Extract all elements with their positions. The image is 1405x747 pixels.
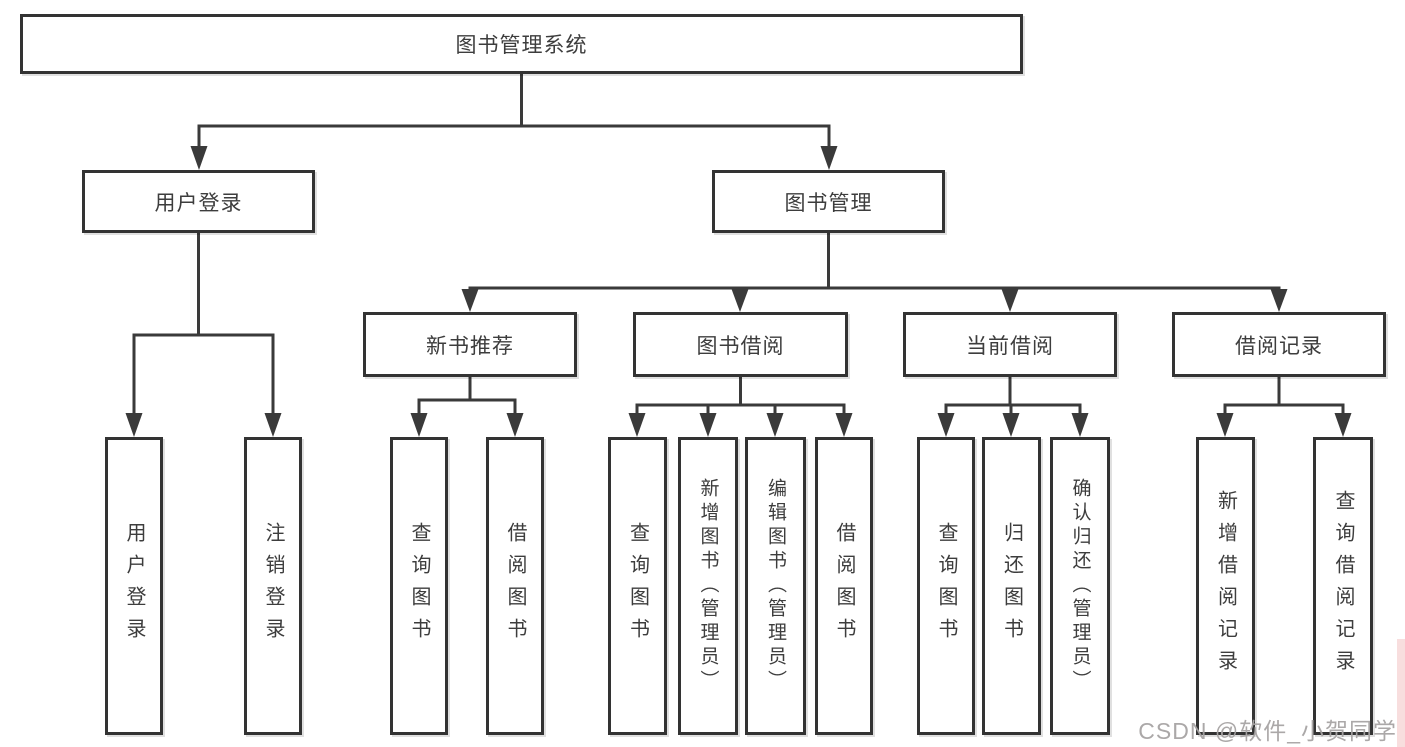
leaf-query-books-3: 查询图书 <box>917 437 975 735</box>
leaf-logout: 注销登录 <box>244 437 302 735</box>
leaf-return-book: 归还图书 <box>982 437 1041 735</box>
leaf-confirm-return-admin: 确认归还（管理员） <box>1050 437 1110 735</box>
node-book-management: 图书管理 <box>712 170 945 233</box>
node-root: 图书管理系统 <box>20 14 1023 74</box>
leaf-add-book-admin: 新增图书（管理员） <box>678 437 738 735</box>
node-current-borrow: 当前借阅 <box>903 312 1117 377</box>
edge-bookmgmt-to-level3 <box>468 231 1281 294</box>
edge-root-to-level2 <box>197 72 831 150</box>
edge-currentborrow-to-leaves <box>944 375 1082 418</box>
leaf-edit-book-admin: 编辑图书（管理员） <box>745 437 806 735</box>
node-user-login: 用户登录 <box>82 170 315 233</box>
node-book-borrow: 图书借阅 <box>633 312 848 377</box>
watermark-edge-tint <box>1397 639 1405 747</box>
leaf-borrow-books-2: 借阅图书 <box>815 437 873 735</box>
node-new-book-recommend: 新书推荐 <box>363 312 577 377</box>
arrowheads <box>125 146 1352 437</box>
node-borrow-records: 借阅记录 <box>1172 312 1386 377</box>
edge-newbook-to-leaves <box>417 375 517 417</box>
leaf-add-borrow-record: 新增借阅记录 <box>1196 437 1255 735</box>
leaf-query-borrow-record: 查询借阅记录 <box>1313 437 1373 735</box>
edge-borrowrecords-to-leaves <box>1223 375 1345 418</box>
watermark: CSDN @软件_小贺同学 <box>1138 718 1397 744</box>
leaf-query-books-1: 查询图书 <box>390 437 448 735</box>
edge-userlogin-to-leaves <box>132 231 275 417</box>
edge-bookborrow-to-leaves <box>635 375 846 418</box>
leaf-user-login: 用户登录 <box>105 437 163 735</box>
leaf-query-books-2: 查询图书 <box>608 437 667 735</box>
leaf-borrow-books-1: 借阅图书 <box>486 437 544 735</box>
